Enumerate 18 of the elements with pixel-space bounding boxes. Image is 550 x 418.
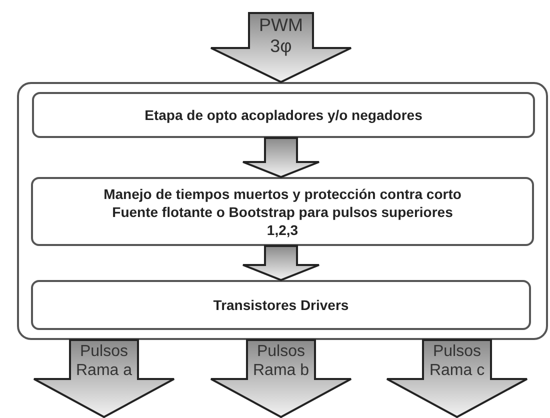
process-box xyxy=(32,92,535,138)
block-arrow xyxy=(386,339,528,418)
box-text: Etapa de opto acopladores y/o negadores xyxy=(144,106,424,124)
container-box xyxy=(17,82,548,340)
block-arrow xyxy=(210,12,352,84)
block-arrow xyxy=(242,137,320,178)
edge-label: Pulsos Rama b xyxy=(252,342,310,380)
box-text: Manejo de tiempos muertos y protección contra corto xyxy=(102,184,462,202)
edge-label: Pulsos Rama c xyxy=(428,342,486,380)
block-arrow xyxy=(33,339,175,418)
process-box xyxy=(31,177,534,246)
box-text: Fuente flotante o Bootstrap para pulsos superiores 1,2,3 xyxy=(111,202,454,238)
block-arrow xyxy=(210,339,352,418)
edge-label: PWM 3φ xyxy=(258,15,304,57)
block-arrow xyxy=(242,245,320,282)
edge-label: Pulsos Rama a xyxy=(74,342,134,380)
box-text: Transistores Drivers xyxy=(212,296,350,314)
process-box xyxy=(31,280,531,330)
